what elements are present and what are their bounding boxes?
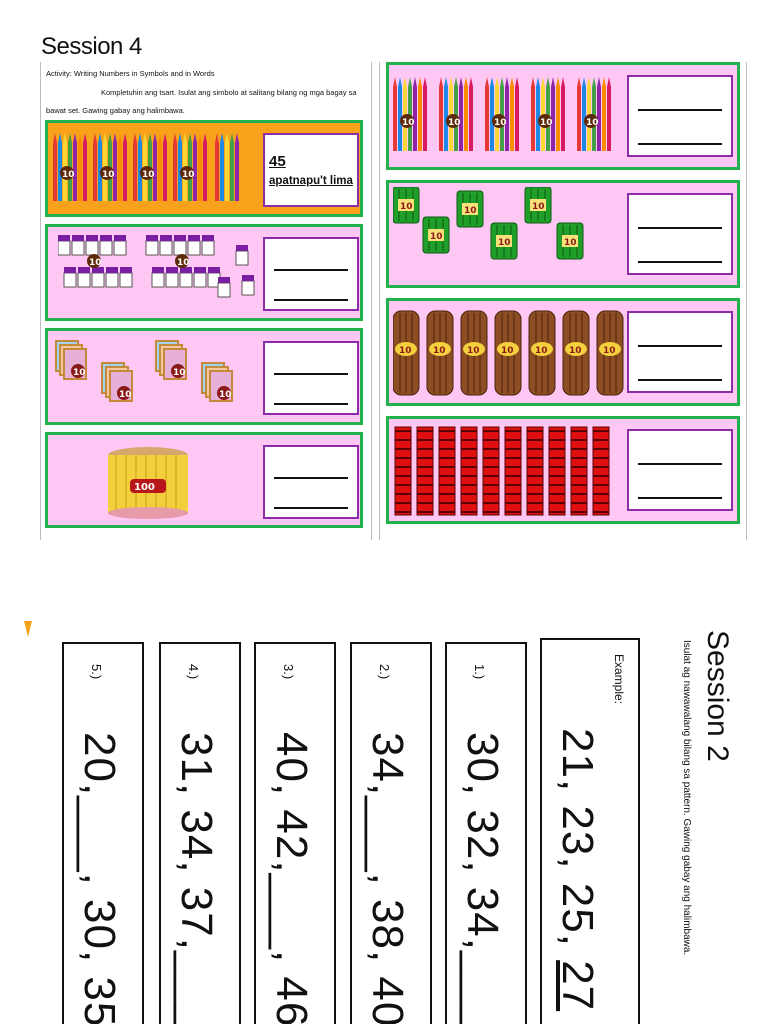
example-column: Example: 21, 23, 25, 27 — [540, 638, 640, 1024]
item-sequence-1[interactable]: 30, 32, 34,___, — [458, 732, 507, 1024]
svg-text:10: 10 — [73, 368, 86, 378]
example-answer: 27 — [553, 960, 602, 1012]
item-sequence-5[interactable]: 20,___, 30, 35, — [75, 732, 124, 1024]
answer-box-3[interactable] — [263, 341, 359, 415]
item-index-4: 4.) — [186, 664, 201, 680]
answer-box-6[interactable] — [627, 193, 733, 275]
crayon-bundles-image-2: 10 — [393, 77, 611, 151]
item-index-3: 3.) — [281, 664, 296, 680]
example-answer-box: 45 apatnapu't lima — [263, 133, 359, 207]
panel-pencils: 100 — [45, 432, 363, 528]
item-sequence-2[interactable]: 34,___, 38, 40, — [363, 732, 412, 1024]
instruction-line-2: bawat set. Gawing gabay ang halimbawa. — [46, 106, 185, 115]
svg-text:10: 10 — [400, 202, 413, 212]
panel-green-bundles: 10 — [386, 180, 740, 288]
item-index-2: 2.) — [377, 664, 392, 680]
answer-box-5[interactable] — [627, 75, 733, 157]
item-index-1: 1.) — [472, 664, 487, 680]
answer-box-7[interactable] — [627, 311, 733, 393]
svg-text:10: 10 — [402, 118, 415, 128]
orange-corner-mark — [24, 621, 32, 637]
example-words: apatnapu't lima — [269, 175, 353, 187]
brown-bundles-image: 10 — [393, 310, 624, 396]
panel-crayons-5: 10 — [386, 62, 740, 170]
example-label: Example: — [612, 654, 626, 705]
example-panel-crayons: 10 45 apatnapu't lima — [45, 120, 363, 217]
green-bundles-image: 10 — [393, 187, 584, 260]
answer-box-4[interactable] — [263, 445, 359, 519]
panel-brown-bundles: 10 — [386, 298, 740, 406]
session2-sheet: Session 2 Isulat ag nawawalang bilang sa… — [56, 620, 768, 1024]
example-sequence: 21, 23, 25, 27 — [553, 728, 602, 1012]
answer-box-8[interactable] — [627, 429, 733, 511]
panel-books: 10 — [45, 328, 363, 425]
crayon-bundles-image: 10 — [53, 133, 239, 201]
answer-box-2[interactable] — [263, 237, 359, 311]
item-column-2: 2.) 34,___, 38, 40, — [350, 642, 432, 1024]
panel-red-bricks — [386, 416, 740, 524]
pencil-bundle-image: 100 — [108, 447, 188, 519]
svg-text:100: 100 — [134, 482, 155, 493]
session4-title: Session 4 — [41, 33, 142, 60]
item-sequence-4[interactable]: 31, 34, 37,___, — [172, 732, 221, 1024]
svg-text:10: 10 — [89, 258, 102, 268]
item-column-4: 4.) 31, 34, 37,___, — [159, 642, 241, 1024]
session2-title: Session 2 — [701, 630, 734, 762]
item-index-5: 5.) — [89, 664, 104, 680]
item-sequence-3[interactable]: 40, 42,___, 46, — [267, 732, 316, 1024]
example-number: 45 — [269, 153, 286, 170]
panel-cubes: 10 — [45, 224, 363, 321]
svg-text:10: 10 — [399, 346, 412, 356]
cube-groups-image: 10 — [58, 234, 255, 298]
activity-heading: Activity: Writing Numbers in Symbols and… — [46, 69, 215, 78]
instruction-line-1: Kompletuhin ang tsart. Isulat ang simbol… — [101, 88, 357, 97]
red-bricks-image — [394, 426, 610, 516]
item-column-5: 5.) 20,___, 30, 35, — [62, 642, 144, 1024]
worksheet-left: Activity: Writing Numbers in Symbols and… — [40, 62, 372, 540]
svg-text:10: 10 — [62, 170, 75, 180]
item-column-1: 1.) 30, 32, 34,___, — [445, 642, 527, 1024]
book-bundles-image: 10 — [55, 340, 233, 402]
item-column-3: 3.) 40, 42,___, 46, — [254, 642, 336, 1024]
worksheet-right: 10 10 — [379, 62, 747, 540]
session2-instruction: Isulat ag nawawalang bilang sa pattern. … — [681, 640, 692, 956]
